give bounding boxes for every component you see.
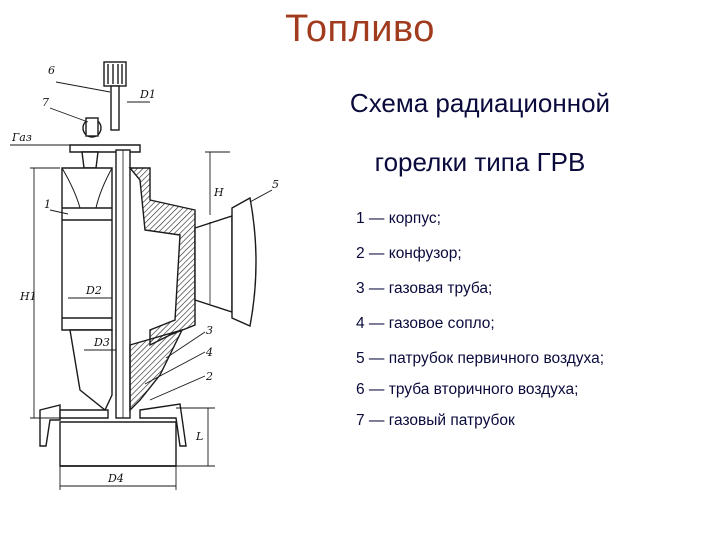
base-flange-right — [139, 403, 187, 447]
label-d4: D4 — [107, 472, 124, 485]
parts-legend: 1 — корпус; 2 — конфузор; 3 — газовая тр… — [356, 209, 656, 446]
secondary-air-tube-top — [110, 85, 120, 131]
diagram-title-line-2: горелки типа ГРВ — [374, 147, 586, 177]
primary-air-inlet — [194, 215, 233, 313]
label-6: 6 — [48, 64, 55, 77]
label-4: 4 — [205, 346, 213, 359]
label-3: 3 — [206, 324, 213, 337]
body-shell — [61, 167, 113, 331]
label-gas: Газ — [11, 131, 32, 144]
label-5: 5 — [272, 178, 279, 191]
label-2: 2 — [205, 370, 213, 383]
legend-item-4: 4 — газовое сопло; — [356, 315, 495, 332]
legend-item-5: 5 — патрубок первичного воздуха; — [356, 350, 605, 367]
label-h: H — [213, 186, 224, 199]
legend-item-7: 7 — газовый патрубок — [356, 412, 515, 429]
legend-item-6: 6 — труба вторичного воздуха; — [356, 381, 579, 398]
legend-item-2: 2 — конфузор; — [356, 245, 462, 262]
diagram-title-line-1: Схема радиационной — [349, 88, 611, 118]
label-7: 7 — [42, 96, 49, 109]
label-d1: D1 — [139, 88, 156, 101]
base-flange-left — [39, 404, 61, 447]
label-d3: D3 — [93, 336, 110, 349]
label-d2: D2 — [85, 284, 102, 297]
slide-title: Топливо — [285, 8, 435, 50]
label-h1: H1 — [19, 290, 37, 303]
label-1: 1 — [44, 198, 51, 211]
burner-drawing: 6 7 1 5 3 4 2 Газ D1 D2 D3 D4 H H1 L — [10, 61, 279, 490]
casing-hatched — [128, 167, 196, 347]
legend-item-3: 3 — газовая труба; — [356, 280, 493, 297]
legend-item-1: 1 — корпус; — [356, 210, 441, 227]
label-l: L — [195, 430, 203, 443]
drawing-labels: 6 7 1 5 3 4 2 Газ D1 D2 D3 D4 H H1 L — [11, 64, 279, 485]
